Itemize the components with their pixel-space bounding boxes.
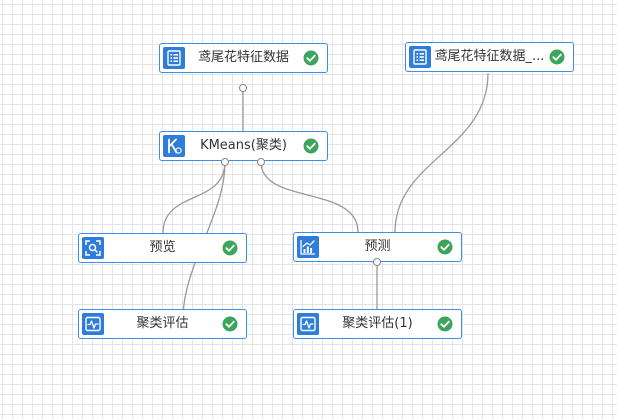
node-label: 预测 [364,239,391,254]
output-port[interactable] [239,84,247,92]
bar-chart-icon [297,236,319,258]
preview-scan-icon [82,237,104,259]
edge-kmeans-to-predict [260,161,359,233]
edge-iris-data-2-to-predict [394,72,489,233]
success-check-icon [303,138,319,154]
output-port[interactable] [373,258,381,266]
node-label: KMeans(聚类) [200,138,287,153]
output-port[interactable] [257,158,265,166]
node-label: 聚类评估 [136,316,189,331]
edge-kmeans-to-preview [162,161,226,234]
success-check-icon [549,49,565,65]
success-check-icon [303,50,319,66]
node-cluster-eval-1[interactable]: 聚类评估(1) [293,309,462,339]
node-preview[interactable]: 预览 [78,233,247,263]
kmeans-algorithm-icon [163,135,185,157]
monitor-waveform-icon [82,313,104,335]
node-kmeans[interactable]: KMeans(聚类) [159,131,328,161]
monitor-waveform-icon [297,313,319,335]
success-check-icon [222,240,238,256]
table-list-icon [409,46,431,68]
success-check-icon [222,316,238,332]
node-iris-data-2[interactable]: 鸢尾花特征数据_... [405,42,574,72]
node-label: 鸢尾花特征数据 [197,50,289,65]
node-label: 预览 [149,240,176,255]
node-label: 鸢尾花特征数据_... [434,49,545,64]
node-iris-data[interactable]: 鸢尾花特征数据 [159,43,328,73]
node-cluster-eval[interactable]: 聚类评估 [78,309,247,339]
success-check-icon [437,239,453,255]
node-label: 聚类评估(1) [342,316,413,331]
success-check-icon [437,316,453,332]
table-list-icon [163,47,185,69]
output-port[interactable] [221,158,229,166]
